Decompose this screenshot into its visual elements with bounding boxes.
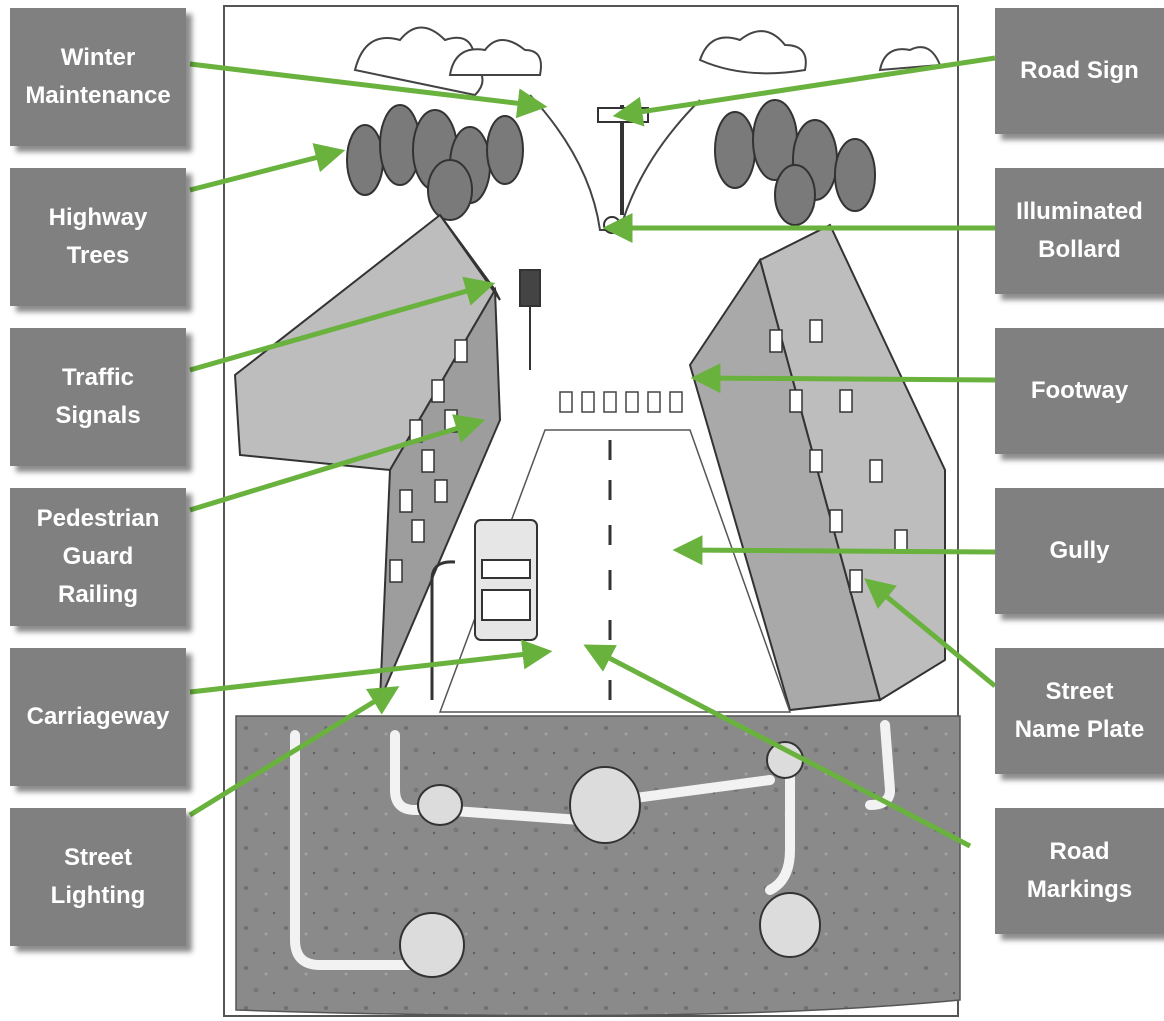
- arrow-winter-maintenance: [189, 61, 548, 119]
- underground-manholes: [399, 741, 821, 978]
- zebra-crossing: [559, 391, 683, 413]
- arrow-road-markings: [583, 644, 972, 849]
- arrow-street-lighting: [188, 686, 400, 818]
- bus: [474, 519, 538, 641]
- label-street-lighting: Street Lighting: [10, 808, 186, 946]
- label-illuminated-bollard: Illuminated Bollard: [995, 168, 1164, 294]
- label-carriageway: Carriageway: [10, 648, 186, 786]
- label-text: Carriageway: [26, 703, 170, 730]
- label-text: Street Lighting: [50, 844, 146, 909]
- arrow-traffic-signals: [189, 276, 496, 373]
- underground-ground: [235, 715, 961, 1017]
- label-road-markings: Road Markings: [995, 808, 1164, 934]
- label-text: Street Name Plate: [1014, 678, 1145, 743]
- label-text: Winter Maintenance: [25, 44, 171, 109]
- arrow-street-name-plate: [864, 578, 997, 688]
- label-highway-trees: Highway Trees: [10, 168, 186, 306]
- traffic-signal-shape: [519, 269, 541, 370]
- arrow-footway: [690, 363, 996, 394]
- arrow-road-sign: [612, 55, 996, 127]
- street-lamp: [430, 560, 456, 700]
- illuminated-bollard-shape: [603, 216, 621, 234]
- right-building: [688, 223, 946, 712]
- label-footway: Footway: [995, 328, 1164, 454]
- clouds: [353, 26, 942, 97]
- label-text: Traffic Signals: [55, 364, 141, 429]
- label-traffic-signals: Traffic Signals: [10, 328, 186, 466]
- label-street-name-plate: Street Name Plate: [995, 648, 1164, 774]
- label-road-sign: Road Sign: [995, 8, 1164, 134]
- label-text: Highway Trees: [48, 204, 148, 269]
- label-gully: Gully: [995, 488, 1164, 614]
- label-pedestrian-guard-railing: Pedestrian Guard Railing: [10, 488, 186, 626]
- arrow-carriageway: [189, 639, 553, 695]
- underground-pipes: [290, 720, 896, 970]
- trees-left: [346, 104, 524, 221]
- arrow-gully: [672, 535, 996, 566]
- arrow-pedestrian-guard-railing: [189, 414, 486, 513]
- left-building-windows: [389, 339, 468, 583]
- label-winter-maintenance: Winter Maintenance: [10, 8, 186, 146]
- label-text: Pedestrian Guard Railing: [36, 505, 160, 608]
- label-arrows: [188, 55, 997, 849]
- trees-right: [714, 99, 876, 226]
- label-text: Footway: [1030, 377, 1129, 404]
- label-text: Road Sign: [1020, 57, 1139, 84]
- label-text: Gully: [1049, 537, 1110, 564]
- arrow-highway-trees: [189, 143, 346, 193]
- label-text: Illuminated Bollard: [1016, 198, 1143, 263]
- label-text: Road Markings: [1026, 838, 1133, 903]
